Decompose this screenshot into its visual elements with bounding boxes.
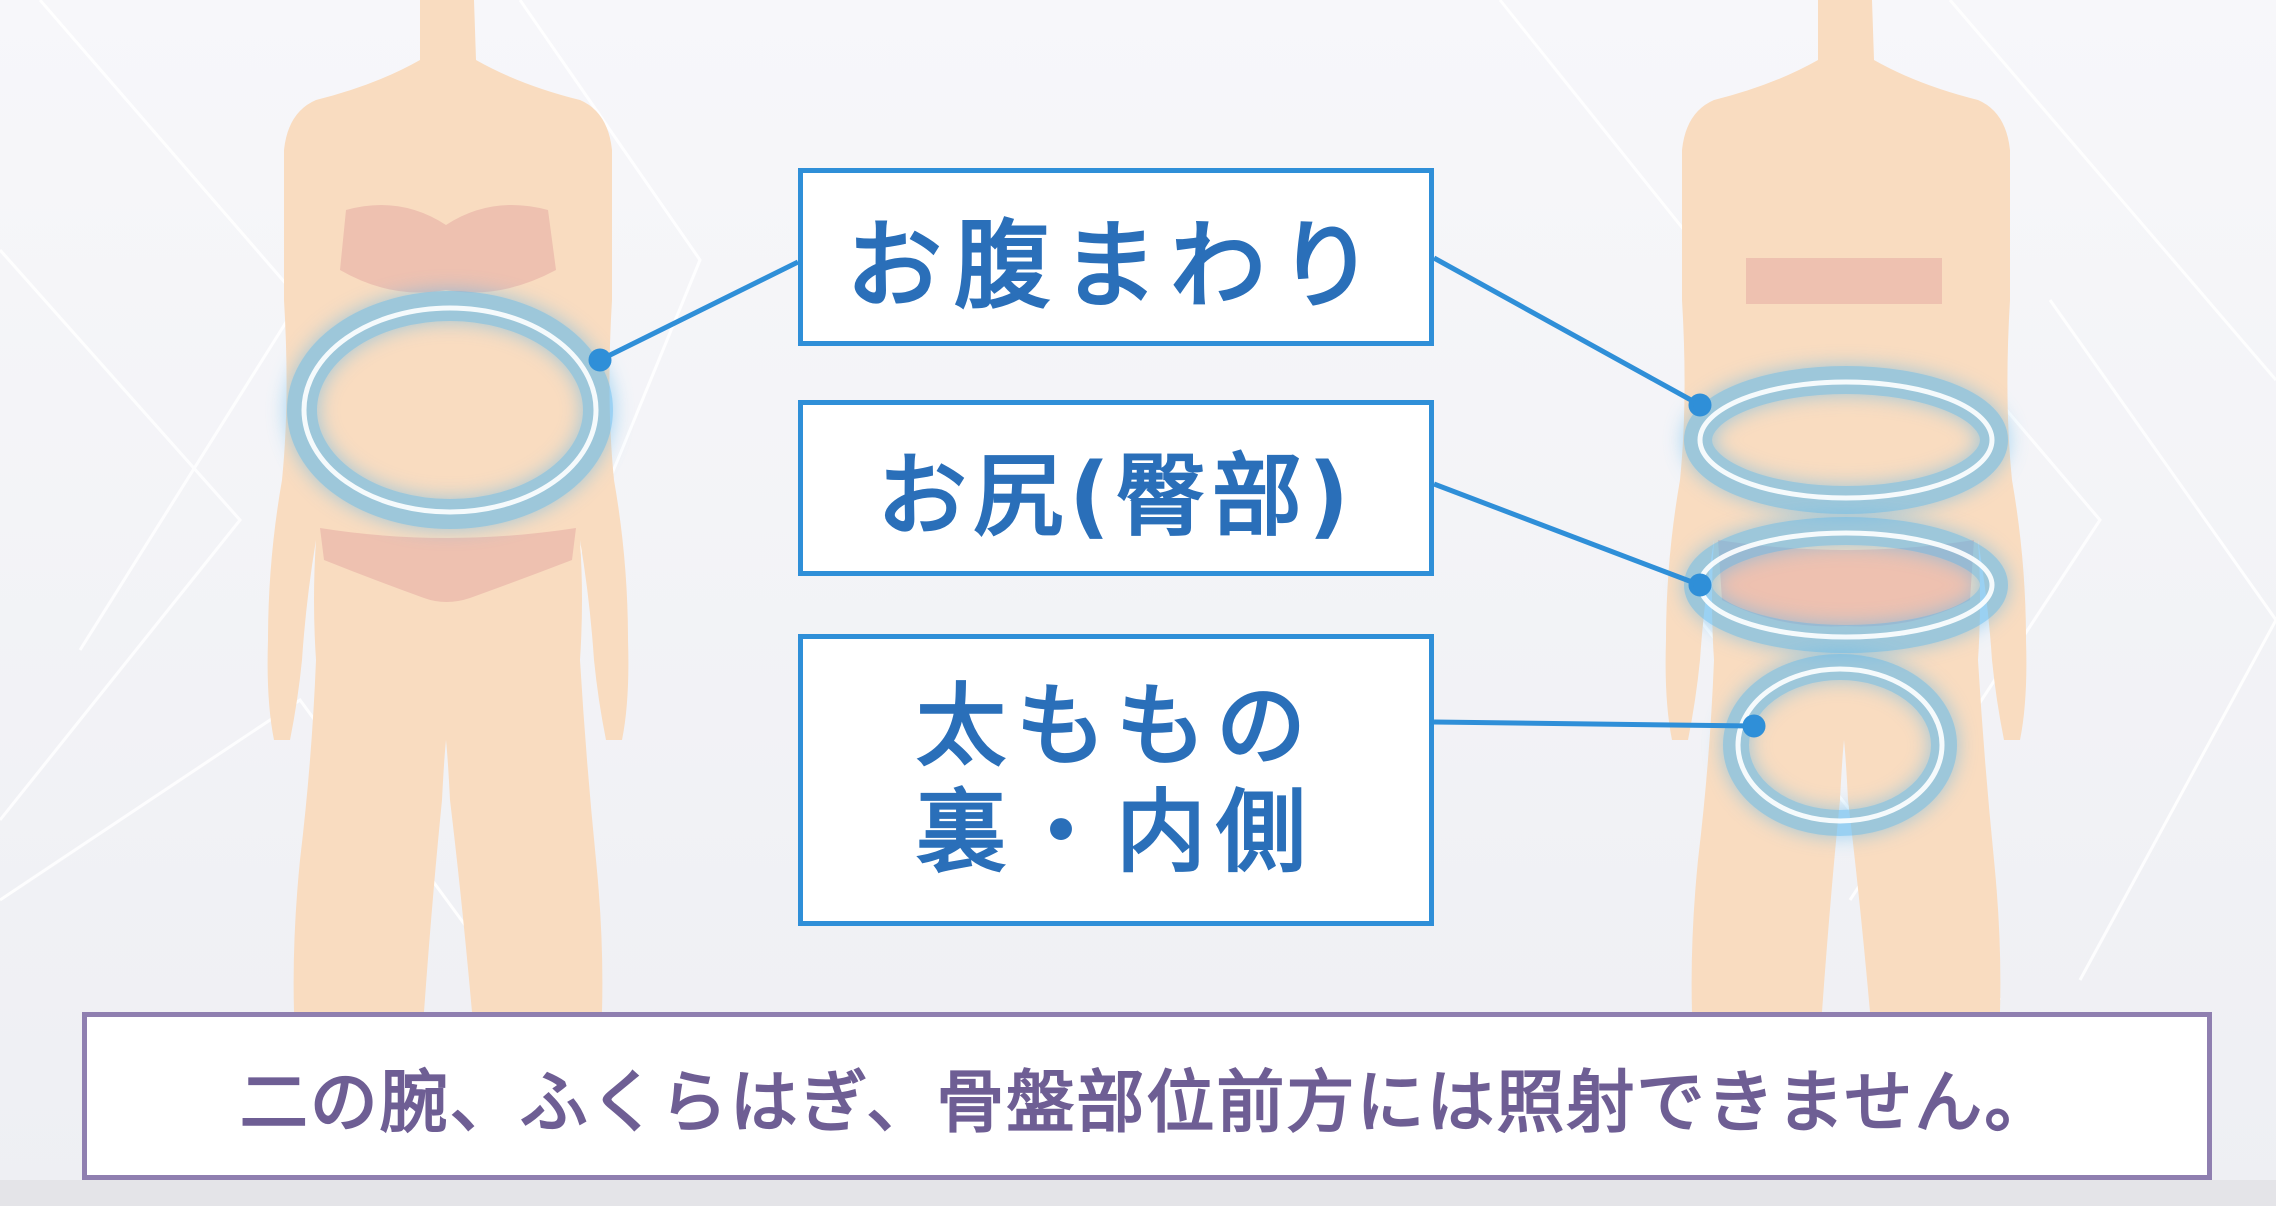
back-briefs xyxy=(1718,540,1974,627)
thigh-label-line1: 太ももの xyxy=(916,673,1316,779)
abdomen-ring xyxy=(301,305,599,515)
front-bra xyxy=(340,205,556,293)
notice-text: 二の腕、ふくらはぎ、骨盤部位前方には照射できません。 xyxy=(239,1063,2055,1143)
connector-dot-thigh xyxy=(1742,714,1766,738)
back-bra-strap xyxy=(1746,258,1942,304)
connector-dot-front xyxy=(588,348,612,372)
connector-abdomen-back xyxy=(1432,255,1702,408)
abdomen-label: お腹まわり xyxy=(798,168,1434,346)
front-briefs xyxy=(320,528,576,602)
connector-dot-abdomen-back xyxy=(1688,393,1712,417)
bottom-strip xyxy=(0,1180,2276,1206)
buttocks-upper-ring xyxy=(1697,379,1995,501)
back-body-figure xyxy=(1665,0,2027,1012)
abdomen-label-text: お腹まわり xyxy=(846,209,1386,322)
connector-buttocks xyxy=(1433,481,1701,588)
buttocks-label-text: お尻(臀部) xyxy=(876,444,1356,549)
connector-lines xyxy=(588,255,1766,738)
buttocks-label: お尻(臀部) xyxy=(798,400,1434,576)
front-body-figure xyxy=(267,0,629,1012)
notice-box: 二の腕、ふくらはぎ、骨盤部位前方には照射できません。 xyxy=(82,1012,2212,1180)
connector-abdomen-front xyxy=(598,259,800,363)
thigh-label: 太ももの 裏・内側 xyxy=(798,634,1434,926)
connector-thigh xyxy=(1433,719,1755,729)
thigh-label-line2: 裏・内側 xyxy=(916,780,1316,885)
connector-dot-buttocks xyxy=(1688,573,1712,597)
thigh-ring xyxy=(1735,666,1945,824)
